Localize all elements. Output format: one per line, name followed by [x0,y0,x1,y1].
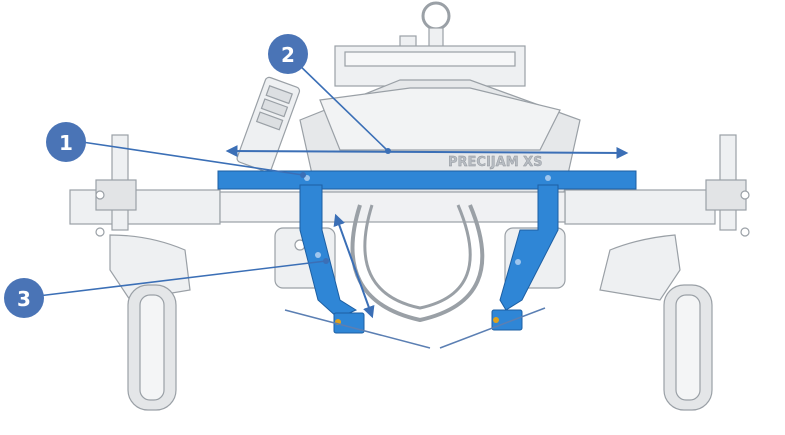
callout-1: 1 [46,122,86,162]
callout-1-label: 1 [59,131,73,155]
machine-body [69,1,750,411]
movement-arrows [225,145,629,319]
diagonal-arrow [333,213,375,319]
toolbar-rivets [304,175,551,265]
callout-3-label: 3 [17,287,31,311]
blade-lines [284,307,546,349]
horizontal-arrow [225,145,629,159]
callout-3: 3 [4,278,44,318]
callout-2: 2 [268,34,308,74]
callout-2-label: 2 [281,43,295,67]
leader-dots [300,148,391,264]
callout-leaders [37,59,389,297]
brand-label: PRECIJAM XS [448,155,543,170]
